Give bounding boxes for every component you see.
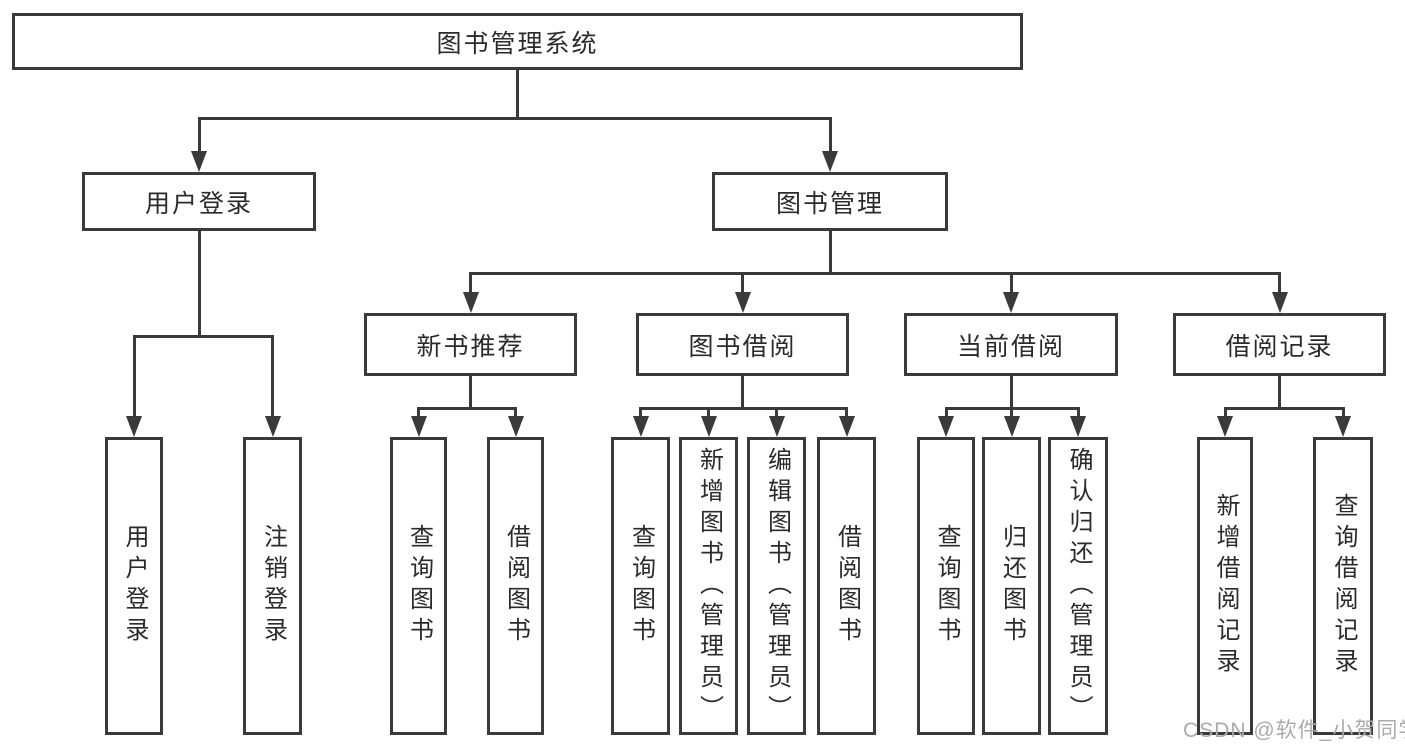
connector-line — [1076, 408, 1080, 421]
connector-line — [639, 406, 848, 410]
node-cb-confirm: 确认归还（管理员） — [1048, 437, 1108, 735]
arrow-down-icon — [1003, 416, 1020, 437]
connector-line — [469, 273, 472, 297]
connector-line — [1278, 273, 1281, 297]
connector-line — [197, 116, 832, 120]
node-label-borrow-records: 借阅记录 — [1225, 332, 1334, 361]
connector-line — [1278, 376, 1281, 410]
node-leaf-user-login: 用户登录 — [105, 437, 163, 735]
connector-line — [469, 271, 1281, 275]
node-bb-add: 新增图书（管理员） — [679, 437, 738, 735]
connector-line — [639, 408, 642, 421]
connector-line — [707, 408, 710, 421]
arrow-down-icon — [768, 416, 785, 437]
connector-line — [1223, 406, 1345, 410]
connector-line — [845, 408, 848, 421]
node-label-bb-query: 查询图书 — [627, 524, 655, 648]
arrow-down-icon — [632, 416, 649, 437]
connector-line — [197, 118, 201, 156]
arrow-down-icon — [700, 416, 717, 437]
connector-line — [469, 376, 472, 410]
node-book-mgmt: 图书管理 — [712, 172, 948, 231]
node-bb-borrow: 借阅图书 — [817, 437, 876, 735]
connector-line — [741, 273, 744, 297]
arrow-down-icon — [410, 416, 427, 437]
node-label-cb-return: 归还图书 — [998, 524, 1026, 648]
connector-line — [197, 231, 201, 338]
node-rec-query: 查询图书 — [390, 437, 447, 735]
node-label-br-query: 查询借阅记录 — [1330, 493, 1357, 679]
node-root: 图书管理系统 — [12, 13, 1023, 70]
connector-line — [741, 376, 744, 410]
node-label-bb-add: 新增图书（管理员） — [695, 446, 723, 726]
connector-line — [271, 336, 274, 421]
node-label-leaf-user-login: 用户登录 — [121, 524, 148, 648]
node-bb-query: 查询图书 — [611, 437, 670, 735]
node-new-rec: 新书推荐 — [364, 313, 577, 376]
connector-line — [417, 408, 420, 421]
node-br-query: 查询借阅记录 — [1313, 437, 1373, 735]
node-label-current-borrow: 当前借阅 — [956, 332, 1065, 361]
node-cb-return: 归还图书 — [982, 437, 1041, 735]
node-label-rec-borrow: 借阅图书 — [502, 524, 530, 648]
connector-line — [1223, 408, 1227, 421]
connector-line — [828, 118, 832, 156]
arrow-down-icon — [822, 151, 838, 172]
arrow-down-icon — [1335, 416, 1351, 437]
node-label-br-add: 新增借阅记录 — [1212, 493, 1239, 679]
connector-line — [514, 408, 517, 421]
arrow-down-icon — [1271, 292, 1288, 313]
node-label-new-rec: 新书推荐 — [416, 332, 525, 361]
arrow-down-icon — [462, 292, 479, 313]
arrow-down-icon — [264, 416, 281, 437]
node-label-bb-edit: 编辑图书（管理员） — [763, 446, 791, 726]
arrow-down-icon — [507, 416, 524, 437]
node-bb-edit: 编辑图书（管理员） — [747, 437, 806, 735]
node-user-login: 用户登录 — [82, 172, 316, 231]
node-label-book-mgmt: 图书管理 — [775, 189, 884, 218]
node-br-add: 新增借阅记录 — [1197, 437, 1253, 735]
connector-line — [828, 231, 832, 275]
node-label-cb-confirm: 确认归还（管理员） — [1065, 446, 1092, 726]
node-rec-borrow: 借阅图书 — [487, 437, 544, 735]
node-label-cb-query: 查询图书 — [933, 524, 960, 648]
arrow-down-icon — [191, 151, 207, 172]
watermark: CSDN @软件_小贺同学 — [1183, 719, 1405, 742]
connector-line — [417, 406, 517, 410]
connector-line — [1010, 408, 1013, 421]
connector-line — [516, 70, 519, 120]
arrow-down-icon — [938, 416, 954, 437]
arrow-down-icon — [734, 292, 751, 313]
connector-line — [1341, 408, 1345, 421]
node-book-borrow: 图书借阅 — [636, 313, 849, 376]
arrow-down-icon — [1070, 416, 1086, 437]
connector-line — [1009, 376, 1013, 410]
node-label-bb-borrow: 借阅图书 — [833, 524, 861, 648]
arrow-down-icon — [1003, 292, 1019, 313]
node-label-leaf-logout: 注销登录 — [259, 524, 287, 648]
connector-line — [132, 336, 136, 421]
node-label-rec-query: 查询图书 — [405, 524, 433, 648]
node-leaf-logout: 注销登录 — [243, 437, 302, 735]
connector-line — [132, 334, 274, 338]
node-label-user-login: 用户登录 — [144, 189, 253, 218]
node-cb-query: 查询图书 — [917, 437, 975, 735]
arrow-down-icon — [1217, 416, 1233, 437]
connector-line — [775, 408, 778, 421]
arrow-down-icon — [126, 416, 142, 437]
connector-line — [944, 408, 948, 421]
node-label-book-borrow: 图书借阅 — [688, 332, 797, 361]
node-label-root: 图书管理系统 — [436, 29, 599, 58]
node-borrow-records: 借阅记录 — [1173, 313, 1386, 376]
node-current-borrow: 当前借阅 — [904, 313, 1118, 376]
arrow-down-icon — [838, 416, 855, 437]
connector-line — [1009, 273, 1013, 297]
